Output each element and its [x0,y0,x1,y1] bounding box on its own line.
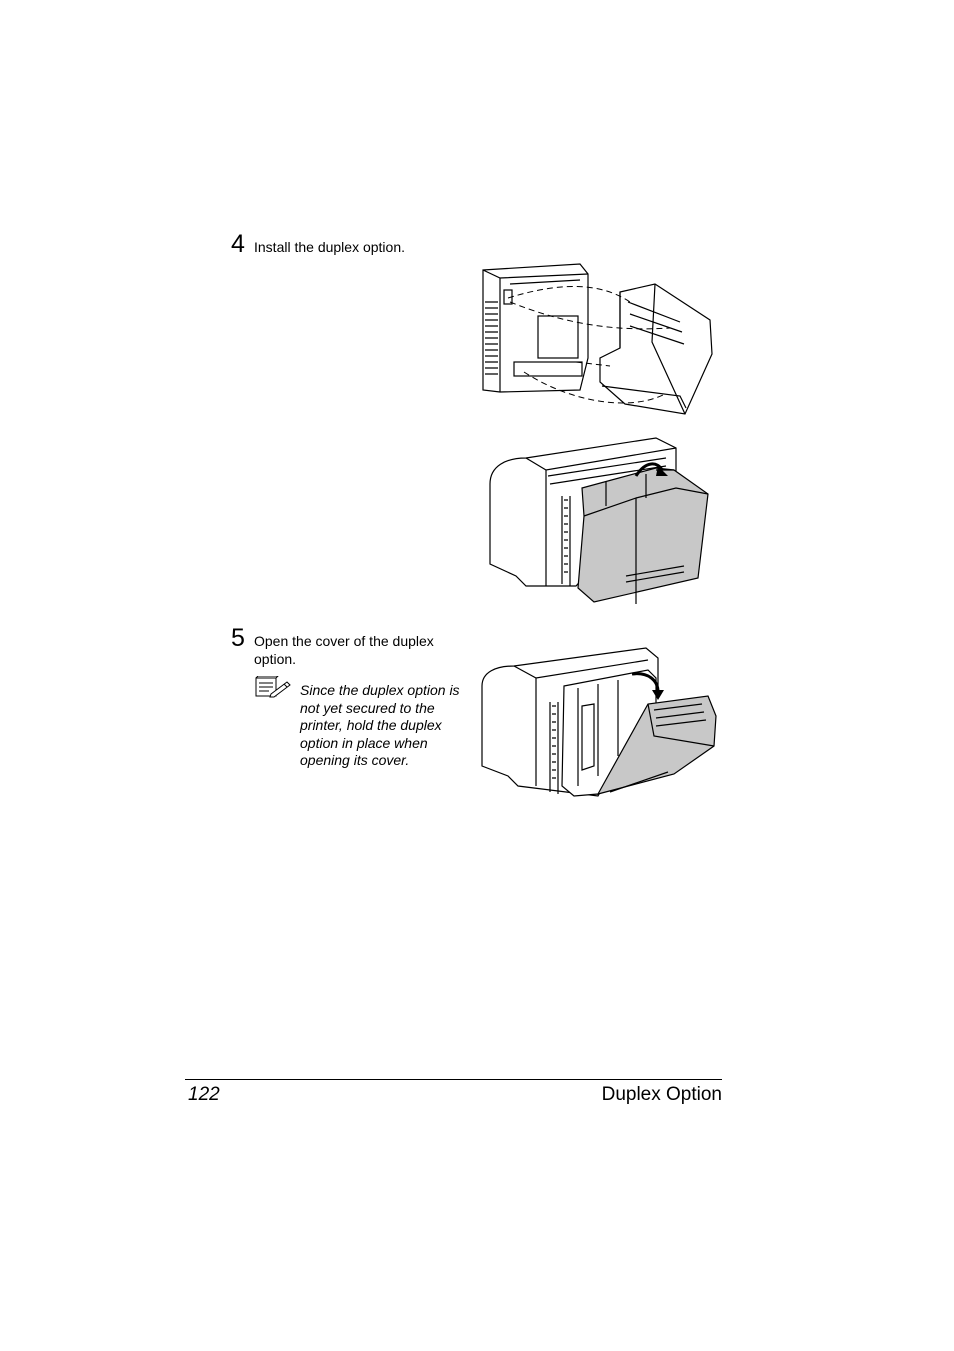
note-line-1: Since the duplex option is [300,682,460,698]
note-line-5: opening its cover. [300,752,410,768]
section-title: Duplex Option [601,1084,722,1105]
page-number: 122 [188,1084,220,1105]
footer-rule [185,1079,722,1080]
step-5-number: 5 [231,624,245,652]
note-line-4: option in place when [300,734,428,751]
step-4-text: Install the duplex option. [254,239,405,255]
step-5-text-line-2: option. [254,651,297,667]
figure-open-duplex-cover [481,647,717,797]
figure-attach-duplex [489,437,709,604]
note-line-2: not yet secured to the [300,699,435,716]
step-4-number: 4 [231,230,245,258]
note-line-3: printer, hold the duplex [300,717,442,733]
step-5-text-line-1: Open the cover of the duplex [254,633,434,649]
figure-install-duplex [482,263,713,415]
note-pad-pencil-icon [255,676,291,698]
